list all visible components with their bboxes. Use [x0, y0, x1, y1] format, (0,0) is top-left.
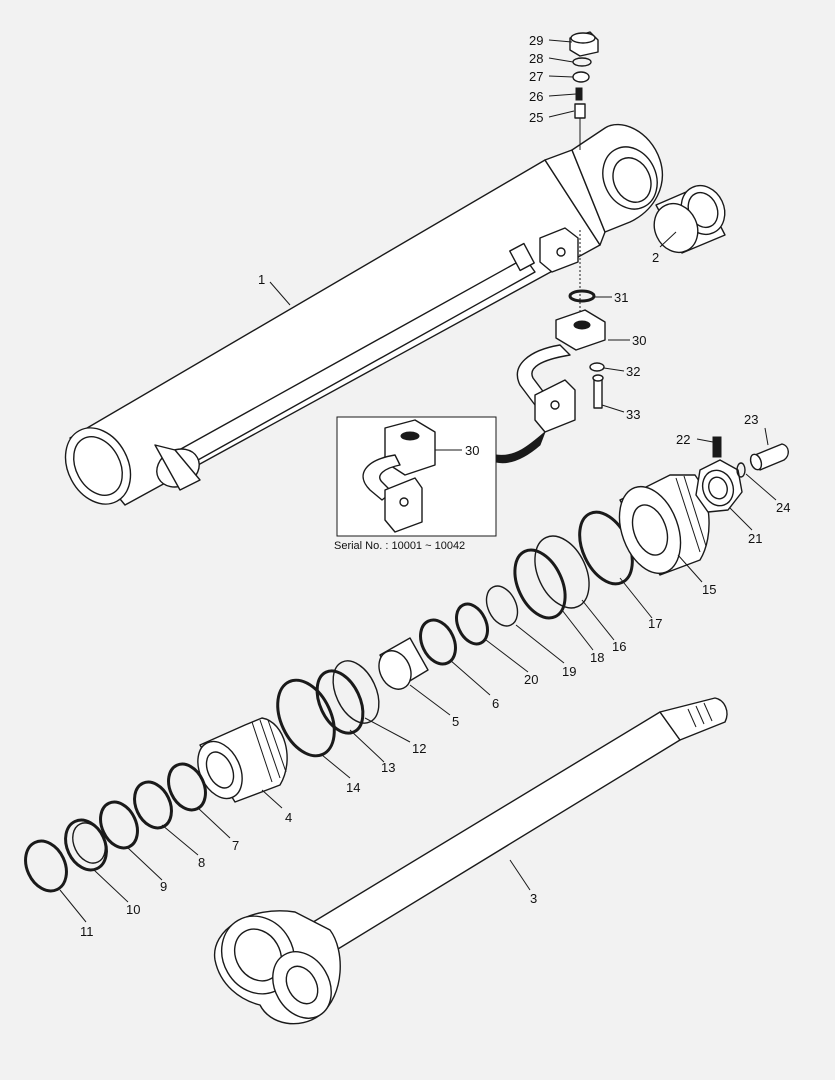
callout-9: 9	[160, 879, 167, 894]
leader-lines	[59, 39, 777, 923]
callout-5: 5	[452, 714, 459, 729]
callout-28: 28	[529, 51, 543, 66]
callout-26: 26	[529, 89, 543, 104]
seal-rings	[24, 510, 634, 893]
callout-15: 15	[702, 582, 716, 597]
grease-fitting-stack	[569, 31, 599, 320]
callout-19: 19	[562, 664, 576, 679]
callout-25: 25	[529, 110, 543, 125]
piston-nut-group	[695, 436, 789, 513]
callout-10: 10	[126, 902, 140, 917]
callout-12: 12	[412, 741, 426, 756]
callout-7: 7	[232, 838, 239, 853]
piston-rod	[213, 697, 728, 1025]
callout-33: 33	[626, 407, 640, 422]
cylinder-tube	[64, 123, 664, 506]
piston	[618, 474, 710, 576]
callout-30: 30	[632, 333, 646, 348]
callout-6: 6	[492, 696, 499, 711]
callout-labels: 1 2 3 4 5 6 7 8 9 10 11 12 13 14 15 16 1…	[80, 33, 790, 939]
callout-18: 18	[590, 650, 604, 665]
rod-gland	[197, 717, 288, 803]
callout-27: 27	[529, 69, 543, 84]
pipe-assembly	[516, 289, 606, 433]
callout-21: 21	[748, 531, 762, 546]
inset-caption: Serial No. : 10001 ~ 10042	[334, 540, 465, 552]
callout-13: 13	[381, 760, 395, 775]
callout-20: 20	[524, 672, 538, 687]
inset-detail	[336, 416, 546, 537]
callout-30-inset: 30	[465, 443, 479, 458]
callout-8: 8	[198, 855, 205, 870]
callout-11: 11	[80, 924, 94, 939]
callout-32: 32	[626, 364, 640, 379]
callout-29: 29	[529, 33, 543, 48]
callout-14: 14	[346, 780, 360, 795]
callout-24: 24	[776, 500, 790, 515]
callout-23: 23	[744, 412, 758, 427]
callout-3: 3	[530, 891, 537, 906]
callout-4: 4	[285, 810, 292, 825]
callout-31: 31	[614, 290, 628, 305]
callout-1: 1	[258, 272, 265, 287]
callout-22: 22	[676, 432, 690, 447]
bushing	[653, 184, 726, 254]
callout-2: 2	[652, 250, 659, 265]
callout-17: 17	[648, 616, 662, 631]
callout-16: 16	[612, 639, 626, 654]
